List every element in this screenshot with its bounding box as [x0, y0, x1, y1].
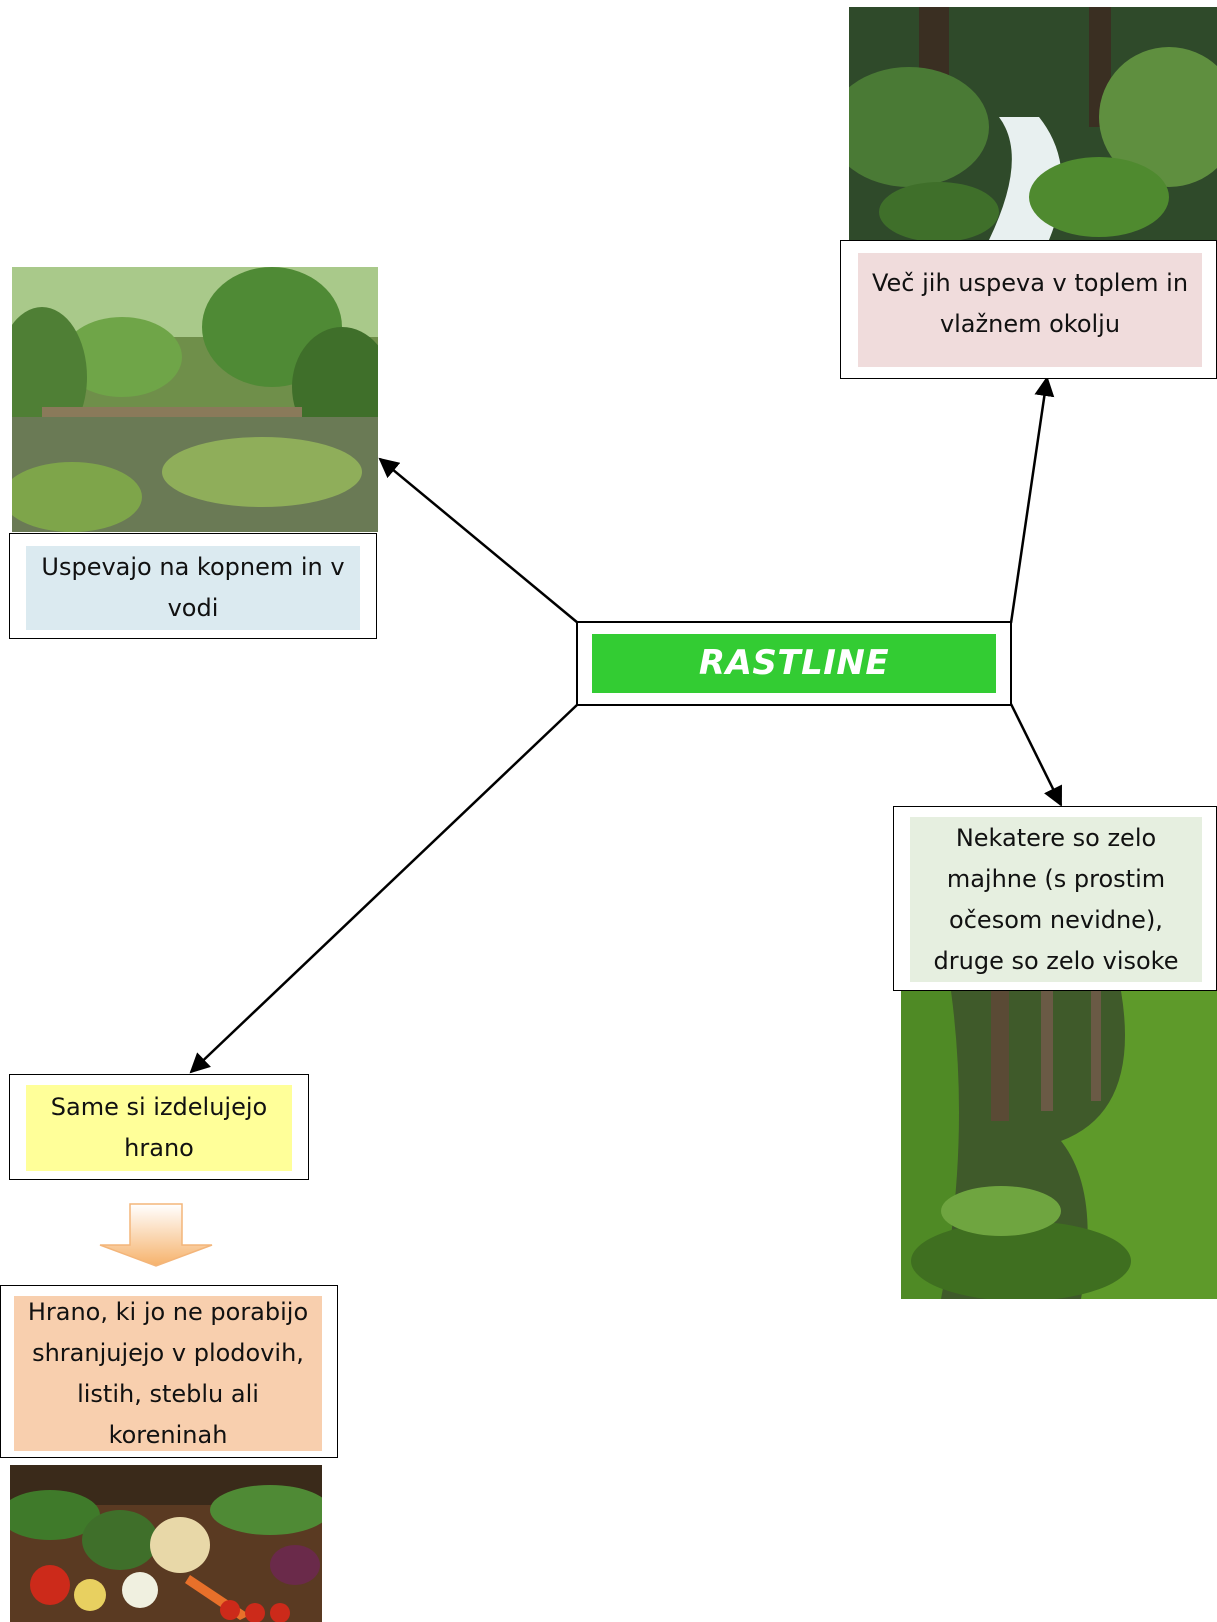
arrow-to-food [189, 703, 579, 1074]
arrow-to-warm-humid [1009, 376, 1055, 624]
node-size: Nekatere so zelo majhne (s prostim očeso… [893, 806, 1217, 991]
node-land-water-label: Uspevajo na kopnem in v vodi [26, 546, 360, 630]
center-node-label: RASTLINE [592, 634, 996, 693]
node-warm-humid-label: Več jih uspeva v toplem in vlažnem okolj… [858, 253, 1202, 367]
center-node: RASTLINE [576, 621, 1012, 706]
node-land-water: Uspevajo na kopnem in v vodi [9, 533, 377, 639]
down-arrow-shape [99, 1203, 213, 1267]
mossy-tree-image [901, 991, 1217, 1299]
node-size-label: Nekatere so zelo majhne (s prostim očeso… [910, 817, 1202, 982]
node-storage: Hrano, ki jo ne porabijo shranjujejo v p… [0, 1285, 338, 1458]
node-storage-label: Hrano, ki jo ne porabijo shranjujejo v p… [14, 1296, 322, 1451]
forest-waterfall-image [849, 7, 1217, 240]
node-food-label: Same si izdelujejo hrano [26, 1085, 292, 1171]
node-food: Same si izdelujejo hrano [9, 1074, 309, 1180]
vegetables-image [10, 1465, 322, 1622]
arrow-to-land-water [378, 457, 579, 624]
node-warm-humid: Več jih uspeva v toplem in vlažnem okolj… [840, 240, 1217, 379]
arrow-to-size [1009, 703, 1063, 807]
pond-garden-image [12, 267, 378, 532]
